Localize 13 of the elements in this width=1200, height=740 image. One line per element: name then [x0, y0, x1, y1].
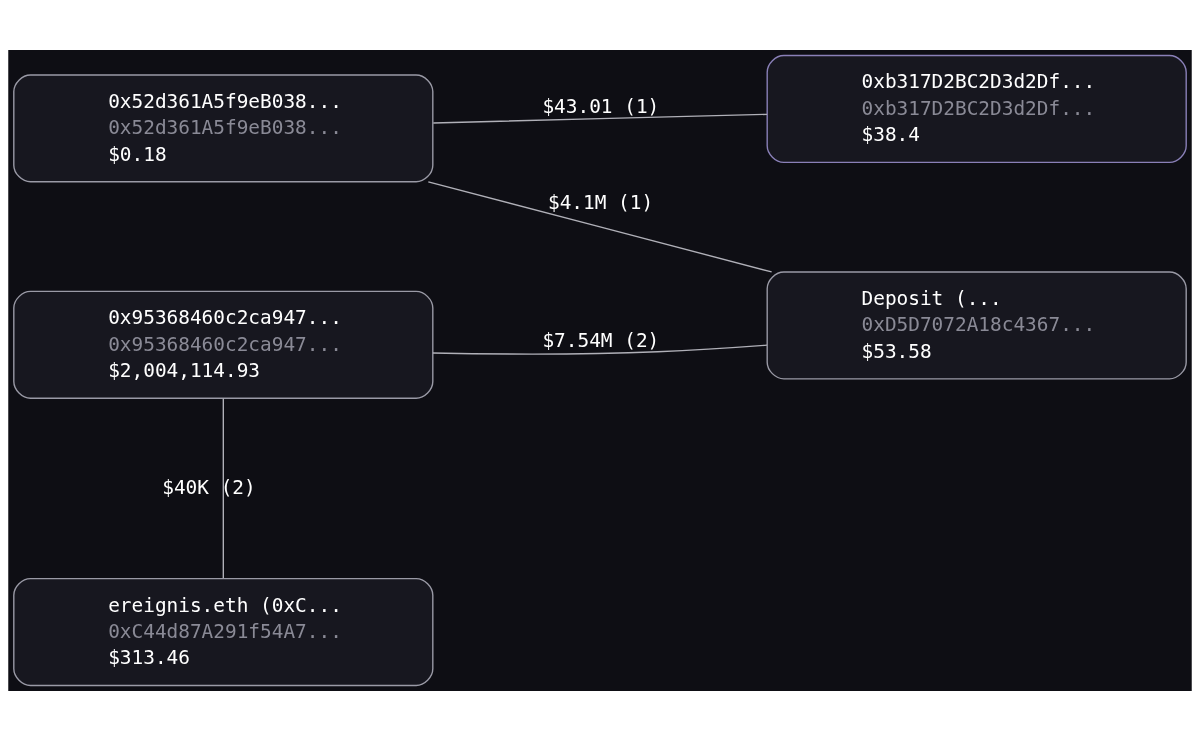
edge-label: $43.01 (1) — [542, 94, 660, 118]
connector — [432, 344, 768, 355]
connector — [222, 397, 224, 579]
node-box: ereignis.eth (0xC... 0xC44d87A291f54A7... $313.46 — [13, 577, 434, 686]
node-box: Deposit (... 0xD5D7072A18c4367... $53.58 — [766, 270, 1187, 379]
connector — [427, 180, 773, 273]
node-box: 0x52d361A5f9eB038... 0x52d361A5f9eB038... $0.18 — [13, 73, 434, 182]
edge-label: $40K (2) — [162, 475, 256, 499]
connector — [432, 113, 768, 124]
edge-label: $7.54M (2) — [542, 328, 660, 351]
edge-label: $4.1M (1) — [547, 190, 654, 214]
node-box: 0x95368460c2ca947... 0x95368460c2ca947... $2,004,114.93 — [13, 290, 434, 399]
node-box: 0xb317D2BC2D3d2Df... 0xb317D2BC2D3d2Df... $38.4 — [766, 54, 1187, 163]
